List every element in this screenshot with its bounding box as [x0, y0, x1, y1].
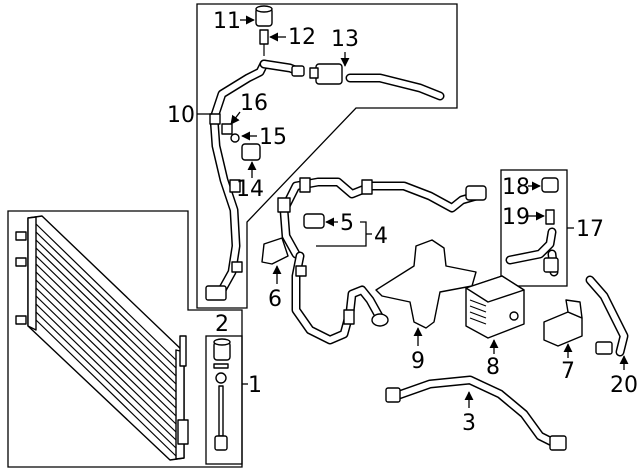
callout-13: 13	[331, 27, 359, 52]
callout-1: 1	[248, 373, 262, 398]
callout-20: 20	[610, 373, 638, 398]
mounting-bracket	[375, 239, 477, 329]
service-valve	[259, 29, 269, 56]
pressure-sensor	[241, 143, 261, 161]
callout-8: 8	[486, 355, 500, 380]
oil-cooler	[465, 275, 525, 339]
callout-6: 6	[268, 287, 282, 312]
callout-9: 9	[411, 349, 425, 374]
callout-18: 18	[502, 175, 530, 200]
receiver-drier-box-2	[205, 335, 243, 465]
suction-hose-assembly	[205, 59, 305, 301]
pressure-sensor-cap	[255, 5, 273, 27]
callout-5: 5	[340, 211, 354, 236]
callout-3: 3	[462, 411, 476, 436]
condenser	[15, 215, 189, 461]
callout-7: 7	[561, 359, 575, 384]
o-ring	[230, 133, 240, 143]
receiver-drier-kit	[213, 338, 231, 451]
callout-17: 17	[576, 217, 604, 242]
discharge-hose	[277, 177, 487, 345]
callout-16: 16	[240, 91, 268, 116]
callout-19: 19	[502, 205, 530, 230]
callout-11: 11	[213, 9, 241, 34]
callout-15: 15	[259, 125, 287, 150]
callout-10: 10	[167, 103, 195, 128]
pressure-switch	[221, 123, 233, 135]
return-hose-3	[385, 375, 567, 451]
callout-4: 4	[374, 224, 388, 249]
sensor-7	[543, 299, 583, 347]
callout-12: 12	[288, 25, 316, 50]
expansion-valve	[309, 63, 445, 101]
callout-2: 2	[215, 312, 229, 337]
o-ring-seal-5	[303, 213, 325, 229]
condenser-group-box-1	[7, 210, 243, 468]
line-assembly-17	[505, 177, 559, 277]
hose-20	[585, 275, 629, 357]
hose-group-box-10	[196, 3, 458, 309]
hose-bracket-6	[261, 237, 289, 265]
callout-14: 14	[236, 177, 264, 202]
